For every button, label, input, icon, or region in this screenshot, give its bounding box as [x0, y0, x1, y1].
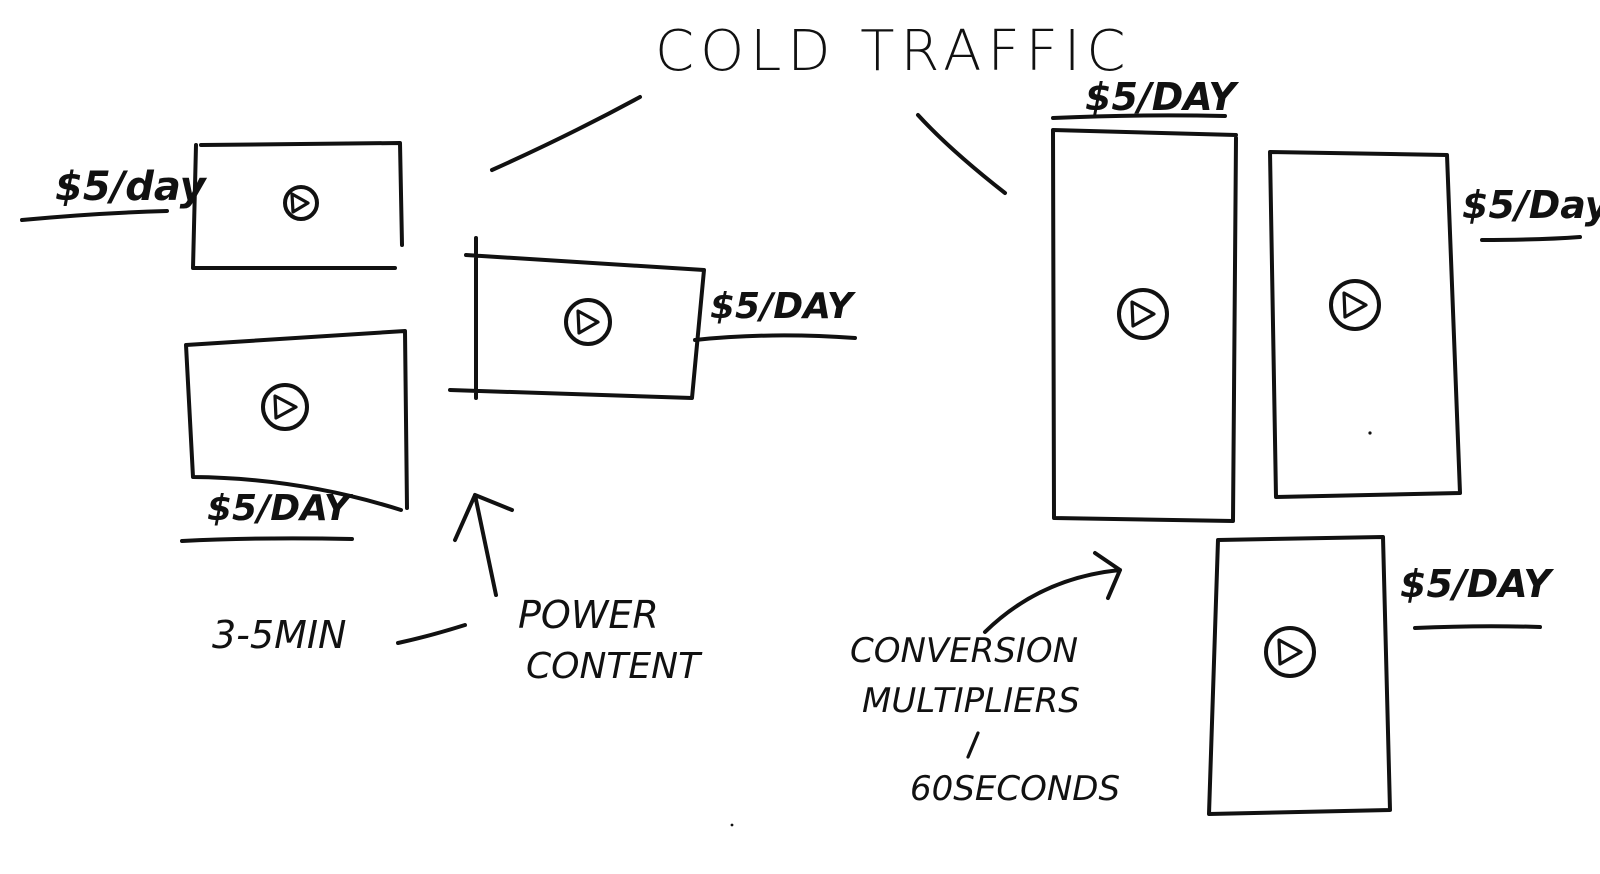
- play-icon: [564, 298, 612, 346]
- duration-connector: [396, 623, 467, 645]
- play-icon: [1329, 279, 1381, 331]
- conversion-multipliers-line2: MULTIPLIERS: [862, 681, 1080, 721]
- budget-text: $5/DAY: [207, 488, 354, 529]
- power-content-arrow: [453, 493, 514, 597]
- video-frame: [448, 236, 706, 400]
- video-ad-middle: [448, 236, 706, 400]
- budget-label-right-medium: $5/Day: [1462, 183, 1600, 242]
- budget-label-right-bottom: $5/DAY: [1400, 562, 1554, 630]
- power-content-line2: CONTENT: [526, 646, 703, 687]
- budget-label-right-tall: $5/DAY: [1051, 75, 1239, 120]
- ink-speck: [730, 823, 734, 827]
- play-icon: [1264, 626, 1316, 678]
- budget-underline: [1051, 113, 1227, 120]
- budget-underline: [20, 209, 169, 222]
- video-ad-right-bottom: [1207, 535, 1392, 816]
- video-frame: [1051, 128, 1238, 523]
- budget-text: $5/DAY: [1400, 562, 1554, 606]
- play-icon: [1117, 288, 1169, 340]
- video-frame: [191, 141, 404, 270]
- video-ad-left-bottom: [184, 329, 409, 512]
- power-content-duration: 3-5MIN: [212, 613, 346, 657]
- video-frame: [1268, 150, 1462, 499]
- multipliers-divider: [966, 731, 980, 759]
- budget-underline: [180, 536, 354, 543]
- conversion-multipliers-line1: CONVERSION: [850, 631, 1078, 671]
- video-frame: [1207, 535, 1392, 816]
- power-content-line1: POWER: [518, 593, 659, 637]
- budget-underline: [1413, 624, 1542, 630]
- budget-text: $5/Day: [1462, 183, 1600, 227]
- video-frame: [184, 329, 409, 512]
- budget-underline: [1480, 235, 1582, 242]
- conversion-multipliers-duration: 60SECONDS: [910, 769, 1120, 809]
- diagram-title: COLD TRAFFIC: [655, 19, 1132, 84]
- title-connector-right: [916, 113, 1007, 195]
- play-icon: [261, 383, 309, 431]
- ink-speck: [1368, 431, 1372, 435]
- title-connector-left: [490, 95, 642, 172]
- video-ad-right-medium: [1268, 150, 1462, 499]
- budget-label-left-top: $5/day: [20, 164, 208, 222]
- play-icon: [283, 185, 319, 221]
- video-ad-right-tall: [1051, 128, 1238, 523]
- budget-label-left-bottom: $5/DAY: [180, 488, 354, 543]
- video-ad-left-top: [191, 141, 404, 270]
- budget-text: $5/DAY: [1085, 75, 1239, 119]
- budget-label-middle: $5/DAY: [693, 286, 857, 342]
- conversion-multipliers-arrow: [983, 551, 1122, 634]
- budget-underline: [693, 333, 857, 342]
- budget-text: $5/DAY: [710, 286, 857, 327]
- budget-text: $5/day: [55, 164, 208, 210]
